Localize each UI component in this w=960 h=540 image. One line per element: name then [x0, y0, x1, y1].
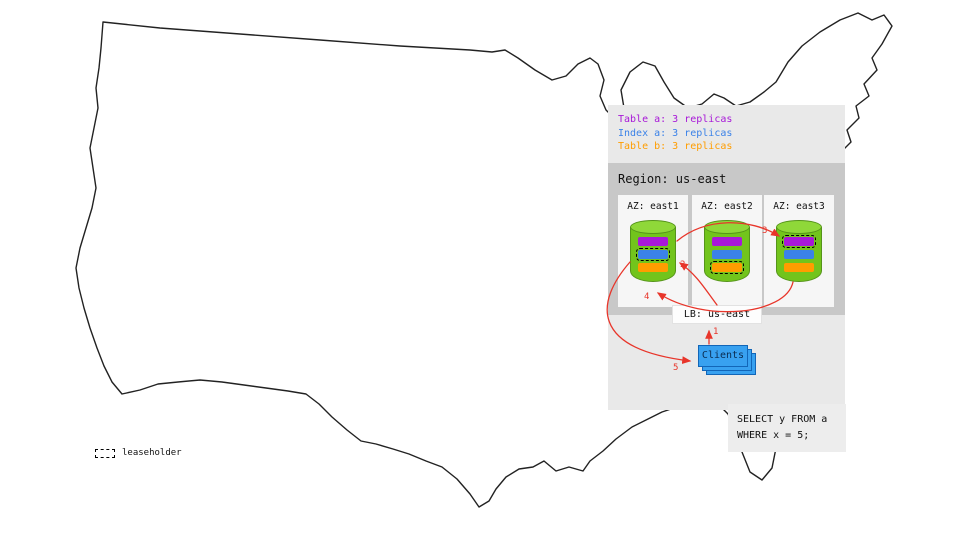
- cylinder-top: [630, 220, 676, 234]
- db-cylinder-east3: [776, 220, 822, 282]
- cylinder-top: [704, 220, 750, 234]
- cylinder-top: [776, 220, 822, 234]
- replica-index-a: [712, 250, 742, 259]
- topology-panel: Table a: 3 replicas Index a: 3 replicas …: [608, 105, 845, 410]
- legend-table-b: Table b: 3 replicas: [618, 141, 733, 152]
- query-box: SELECT y FROM a WHERE x = 5;: [728, 404, 846, 452]
- flow-step-5: 5: [673, 363, 679, 373]
- flow-step-3: 3: [762, 226, 768, 236]
- legend-index-a: Index a: 3 replicas: [618, 127, 733, 139]
- az-east1-label: AZ: east1: [627, 201, 679, 212]
- az-east3-label: AZ: east3: [773, 201, 825, 212]
- load-balancer-box: LB: us-east: [672, 305, 762, 324]
- az-east2: AZ: east2: [692, 195, 762, 307]
- query-line-1: SELECT y FROM a: [737, 414, 828, 425]
- replica-table-b: [638, 263, 668, 272]
- query-line-2: WHERE x = 5;: [737, 430, 810, 441]
- leaseholder-dashed-icon: [95, 448, 115, 458]
- flow-step-4: 4: [644, 292, 650, 302]
- replica-table-b: [784, 263, 814, 272]
- db-cylinder-east1: [630, 220, 676, 282]
- az-east2-label: AZ: east2: [701, 201, 753, 212]
- flow-step-2: 2: [680, 260, 686, 270]
- replica-table-a: [638, 237, 668, 246]
- az-east1: AZ: east1: [618, 195, 688, 307]
- flow-step-1: 1: [713, 327, 719, 337]
- leaseholder-label: leaseholder: [122, 448, 182, 458]
- replica-table-a: [712, 237, 742, 246]
- db-cylinder-east2: [704, 220, 750, 282]
- clients-box: Clients: [698, 345, 748, 367]
- replica-index-a-leaseholder: [636, 248, 670, 261]
- region-label: Region: us-east: [618, 172, 727, 186]
- replica-table-a-leaseholder: [782, 235, 816, 248]
- replica-legend: Table a: 3 replicas Index a: 3 replicas …: [608, 105, 845, 154]
- leaseholder-legend: leaseholder: [95, 448, 182, 458]
- clients-stack: Clients: [698, 345, 758, 377]
- legend-table-a: Table a: 3 replicas: [618, 114, 733, 125]
- replica-index-a: [784, 250, 814, 259]
- az-east3: AZ: east3: [764, 195, 834, 307]
- replica-table-b-leaseholder: [710, 261, 744, 274]
